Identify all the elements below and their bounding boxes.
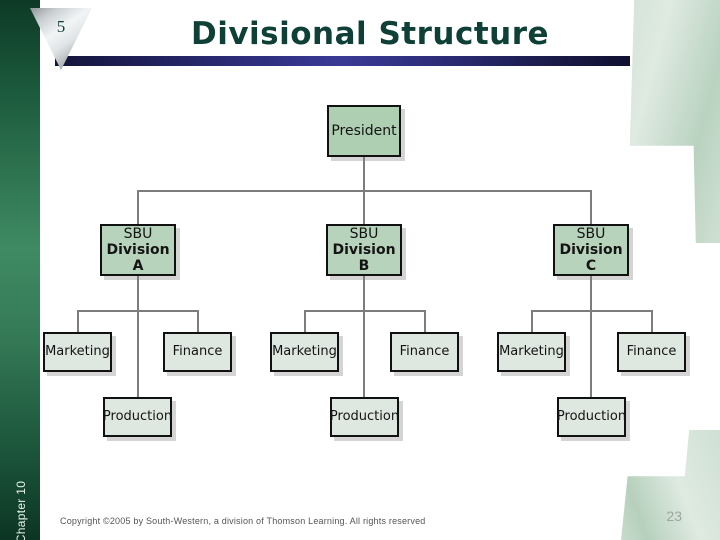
connector-bus-a [77, 310, 198, 312]
connector-drop-a-finance [197, 310, 199, 333]
node-label: Finance [626, 343, 677, 359]
connector-drop-b-finance [424, 310, 426, 333]
node-president[interactable]: President [327, 105, 401, 157]
page-title: Divisional Structure [190, 16, 550, 52]
node-b-production[interactable]: Production [330, 397, 399, 437]
node-label: President [331, 122, 397, 139]
node-sbu-division-a[interactable]: SBU Division A [100, 224, 176, 276]
node-label-line1: SBU [123, 225, 153, 242]
node-a-production[interactable]: Production [103, 397, 172, 437]
connector-drop-sbu-c [590, 190, 592, 224]
node-c-marketing[interactable]: Marketing [497, 332, 566, 372]
node-label: Production [556, 408, 627, 424]
node-label-line2: Division B [332, 241, 396, 275]
title-underline-bar [55, 56, 630, 66]
copyright-notice: Copyright ©2005 by South-Western, a divi… [60, 516, 426, 526]
node-label-line1: SBU [349, 225, 379, 242]
connector-drop-sbu-a [137, 190, 139, 224]
connector-drop-c-marketing [531, 310, 533, 333]
node-label-line2: Division A [106, 241, 170, 275]
connector-spine-a [137, 276, 139, 403]
connector-bus-c [531, 310, 652, 312]
sidebar: Chapter 10 [0, 0, 40, 540]
node-label-line1: SBU [576, 225, 606, 242]
node-label: Finance [172, 343, 223, 359]
node-label: Production [102, 408, 173, 424]
node-label: Marketing [272, 343, 337, 359]
node-c-production[interactable]: Production [557, 397, 626, 437]
node-sbu-division-c[interactable]: SBU Division C [553, 224, 629, 276]
node-sbu-division-b[interactable]: SBU Division B [326, 224, 402, 276]
node-b-marketing[interactable]: Marketing [270, 332, 339, 372]
node-label: Marketing [499, 343, 564, 359]
connector-drop-c-finance [651, 310, 653, 333]
node-a-finance[interactable]: Finance [163, 332, 232, 372]
connector-drop-sbu-b [363, 190, 365, 224]
node-label: Finance [399, 343, 450, 359]
node-a-marketing[interactable]: Marketing [43, 332, 112, 372]
node-b-finance[interactable]: Finance [390, 332, 459, 372]
connector-drop-a-marketing [77, 310, 79, 333]
connector-spine-b [363, 276, 365, 403]
connector-drop-b-marketing [304, 310, 306, 333]
connector-president-stem [363, 157, 365, 191]
badge-number: 5 [56, 17, 66, 36]
node-label: Marketing [45, 343, 110, 359]
node-c-finance[interactable]: Finance [617, 332, 686, 372]
page-number: 23 [666, 508, 682, 524]
connector-spine-c [590, 276, 592, 403]
connector-bus-b [304, 310, 425, 312]
node-label: Production [329, 408, 400, 424]
node-label-line2: Division C [559, 241, 623, 275]
slide-number-badge: 5 [30, 8, 92, 70]
